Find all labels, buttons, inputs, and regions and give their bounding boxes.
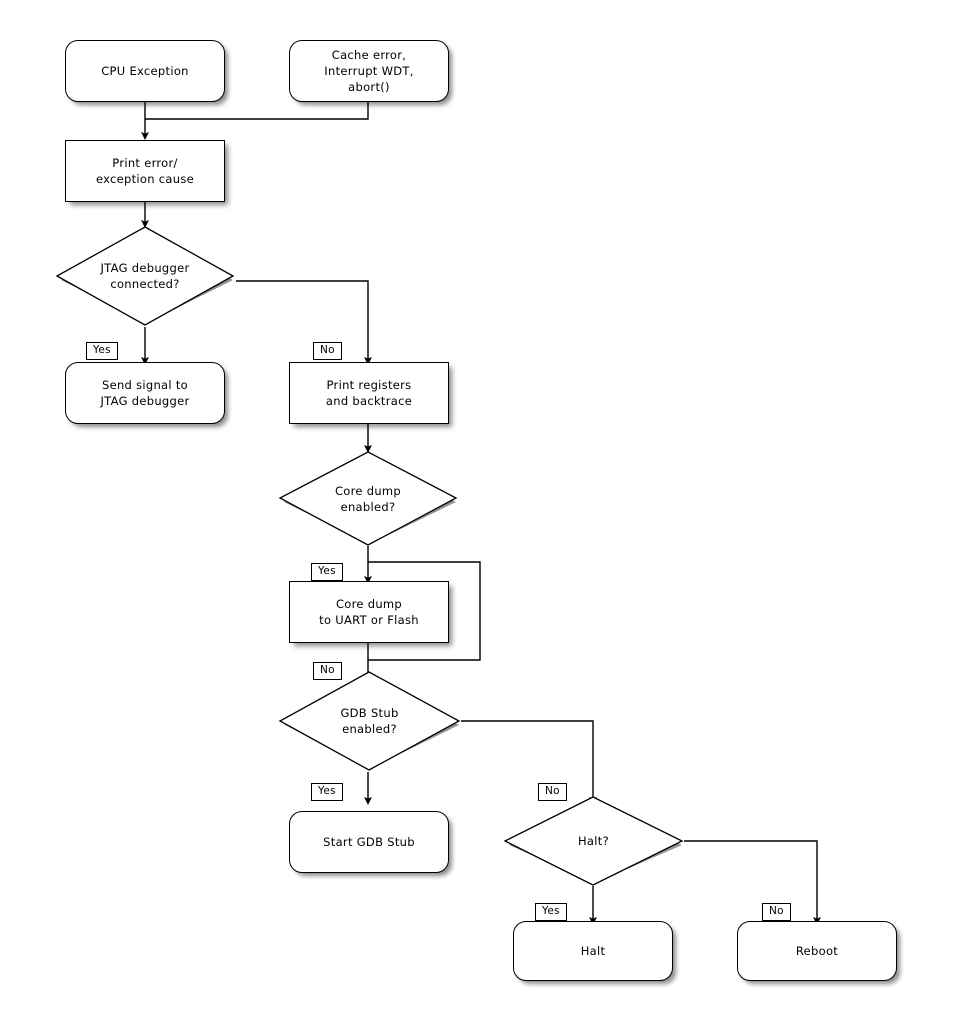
node-jtag-debugger-connected[interactable]: JTAG debugger connected? [55,225,235,327]
edge-gdbstub-no-to-halt-question [461,720,597,805]
node-send-signal-jtag[interactable]: Send signal to JTAG debugger [65,362,225,424]
node-print-error[interactable]: Print error/ exception cause [65,140,225,202]
node-reboot[interactable]: Reboot [737,921,897,981]
edge-halt-no-to-reboot [684,840,821,925]
node-cache-error[interactable]: Cache error, Interrupt WDT, abort() [289,40,449,102]
node-halt[interactable]: Halt [513,921,673,981]
node-gdb-stub-enabled[interactable]: GDB Stub enabled? [278,670,461,772]
diamond-shape-core-dump [278,451,458,546]
edge-cache-error-to-print-error [145,102,369,120]
edge-label-jtag-yes: Yes [86,342,118,360]
diamond-shape-halt [503,796,684,886]
node-core-dump-enabled[interactable]: Core dump enabled? [278,450,458,547]
diamond-shape-gdb-stub [278,671,461,771]
edge-label-halt-yes: Yes [535,903,567,921]
node-core-dump-write-label: Core dump to UART or Flash [319,597,419,627]
node-cpu-exception[interactable]: CPU Exception [65,40,225,102]
node-cache-error-label: Cache error, Interrupt WDT, abort() [324,48,414,94]
node-cpu-exception-label: CPU Exception [101,64,189,78]
edge-label-coredump-no: No [313,662,342,680]
edge-label-coredump-yes: Yes [311,563,343,581]
diamond-shape-jtag [55,226,235,326]
edge-label-halt-no: No [762,903,791,921]
node-halt-label: Halt [580,944,606,958]
node-print-registers-label: Print registers and backtrace [325,378,413,408]
node-print-error-label: Print error/ exception cause [95,156,195,186]
edge-label-jtag-no: No [313,342,342,360]
edge-jtag-no-to-print-registers [236,280,372,365]
node-send-signal-jtag-label: Send signal to JTAG debugger [100,378,190,408]
node-start-gdb-stub-label: Start GDB Stub [323,835,415,849]
node-reboot-label: Reboot [795,944,839,958]
edge-coredump-no-bypass [368,561,481,661]
edge-label-gdbstub-no: No [538,783,567,801]
edge-label-gdbstub-yes: Yes [311,783,343,801]
node-core-dump-write[interactable]: Core dump to UART or Flash [289,581,449,643]
node-core-dump-enabled-label: Core dump enabled? [334,483,402,514]
node-halt-question[interactable]: Halt? [503,795,684,887]
node-gdb-stub-enabled-label: GDB Stub enabled? [340,706,399,736]
node-jtag-debugger-connected-label: JTAG debugger connected? [100,261,190,291]
node-start-gdb-stub[interactable]: Start GDB Stub [289,811,449,873]
node-print-registers[interactable]: Print registers and backtrace [289,362,449,424]
node-halt-question-label: Halt? [577,834,609,848]
